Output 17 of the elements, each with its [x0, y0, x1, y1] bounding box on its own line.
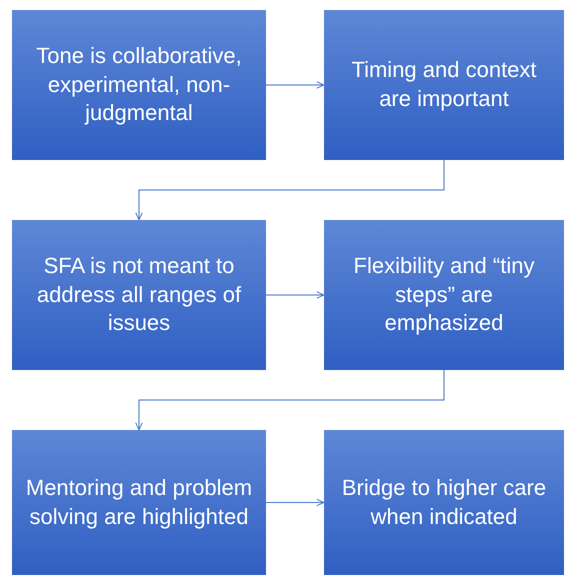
arrow	[266, 498, 324, 506]
arrow	[266, 81, 324, 89]
process-box	[12, 220, 266, 370]
box-text: Tone is collaborative, experimental, non-judgmental	[35, 42, 243, 128]
process-box	[324, 430, 564, 575]
box-text: Timing and context are important	[350, 56, 538, 113]
arrow	[135, 160, 444, 220]
process-box	[12, 430, 266, 575]
process-box	[324, 220, 564, 370]
arrow	[266, 291, 324, 299]
box-text: Bridge to higher care when indicated	[340, 474, 548, 530]
box-text: Flexibility and “tiny steps” are emphasized	[352, 252, 536, 338]
arrow	[135, 370, 444, 430]
process-box	[324, 10, 564, 160]
box-text: SFA is not meant to address all ranges of issues	[36, 252, 242, 338]
process-box	[12, 10, 266, 160]
box-text: Mentoring and problem solving are highlighted	[24, 474, 254, 531]
